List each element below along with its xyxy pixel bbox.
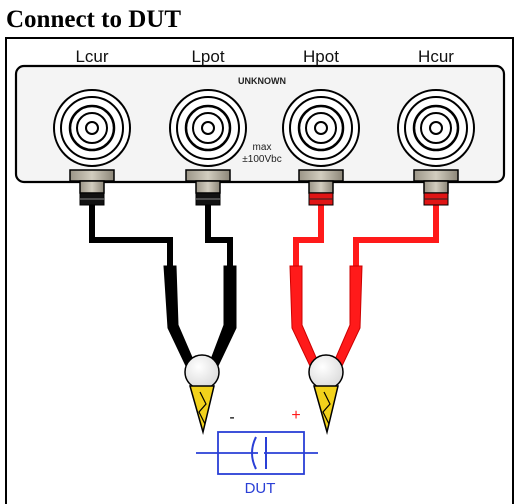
max-voltage-line1: max	[253, 142, 272, 153]
bnc-connector-hcur[interactable]	[397, 89, 475, 167]
dut-minus-sign: -	[229, 409, 234, 426]
instrument-panel	[14, 64, 506, 184]
kelvin-clip-high[interactable]	[289, 265, 363, 435]
clip-pivot-low	[184, 354, 220, 390]
lead-wire-hcur	[353, 205, 439, 268]
plug-hcur	[413, 169, 459, 206]
clip-pivot-high	[308, 354, 344, 390]
terminal-label-hpot: Hpot	[303, 47, 339, 66]
dut-label: DUT	[245, 480, 276, 497]
diagram-frame	[5, 37, 514, 504]
lead-wire-lpot	[205, 205, 233, 268]
kelvin-clip-low[interactable]	[163, 265, 237, 435]
plug-lcur	[69, 169, 115, 206]
dut-capacitor-symbol	[196, 431, 318, 475]
lead-wire-hpot	[293, 205, 324, 268]
bnc-connector-hpot[interactable]	[282, 89, 360, 167]
bnc-connector-lpot[interactable]	[169, 89, 247, 167]
terminal-label-hcur: Hcur	[418, 47, 454, 66]
page-title: Connect to DUT	[6, 6, 181, 33]
max-voltage-line2: ±100Vbc	[242, 154, 281, 165]
dut-plus-sign: +	[291, 407, 300, 424]
bnc-connector-lcur[interactable]	[53, 89, 131, 167]
plug-hpot	[298, 169, 344, 206]
terminal-label-lpot: Lpot	[191, 47, 224, 66]
lead-wire-lcur	[89, 205, 173, 268]
terminal-label-lcur: Lcur	[75, 47, 108, 66]
plug-lpot	[185, 169, 231, 206]
unknown-label: UNKNOWN	[238, 76, 286, 86]
